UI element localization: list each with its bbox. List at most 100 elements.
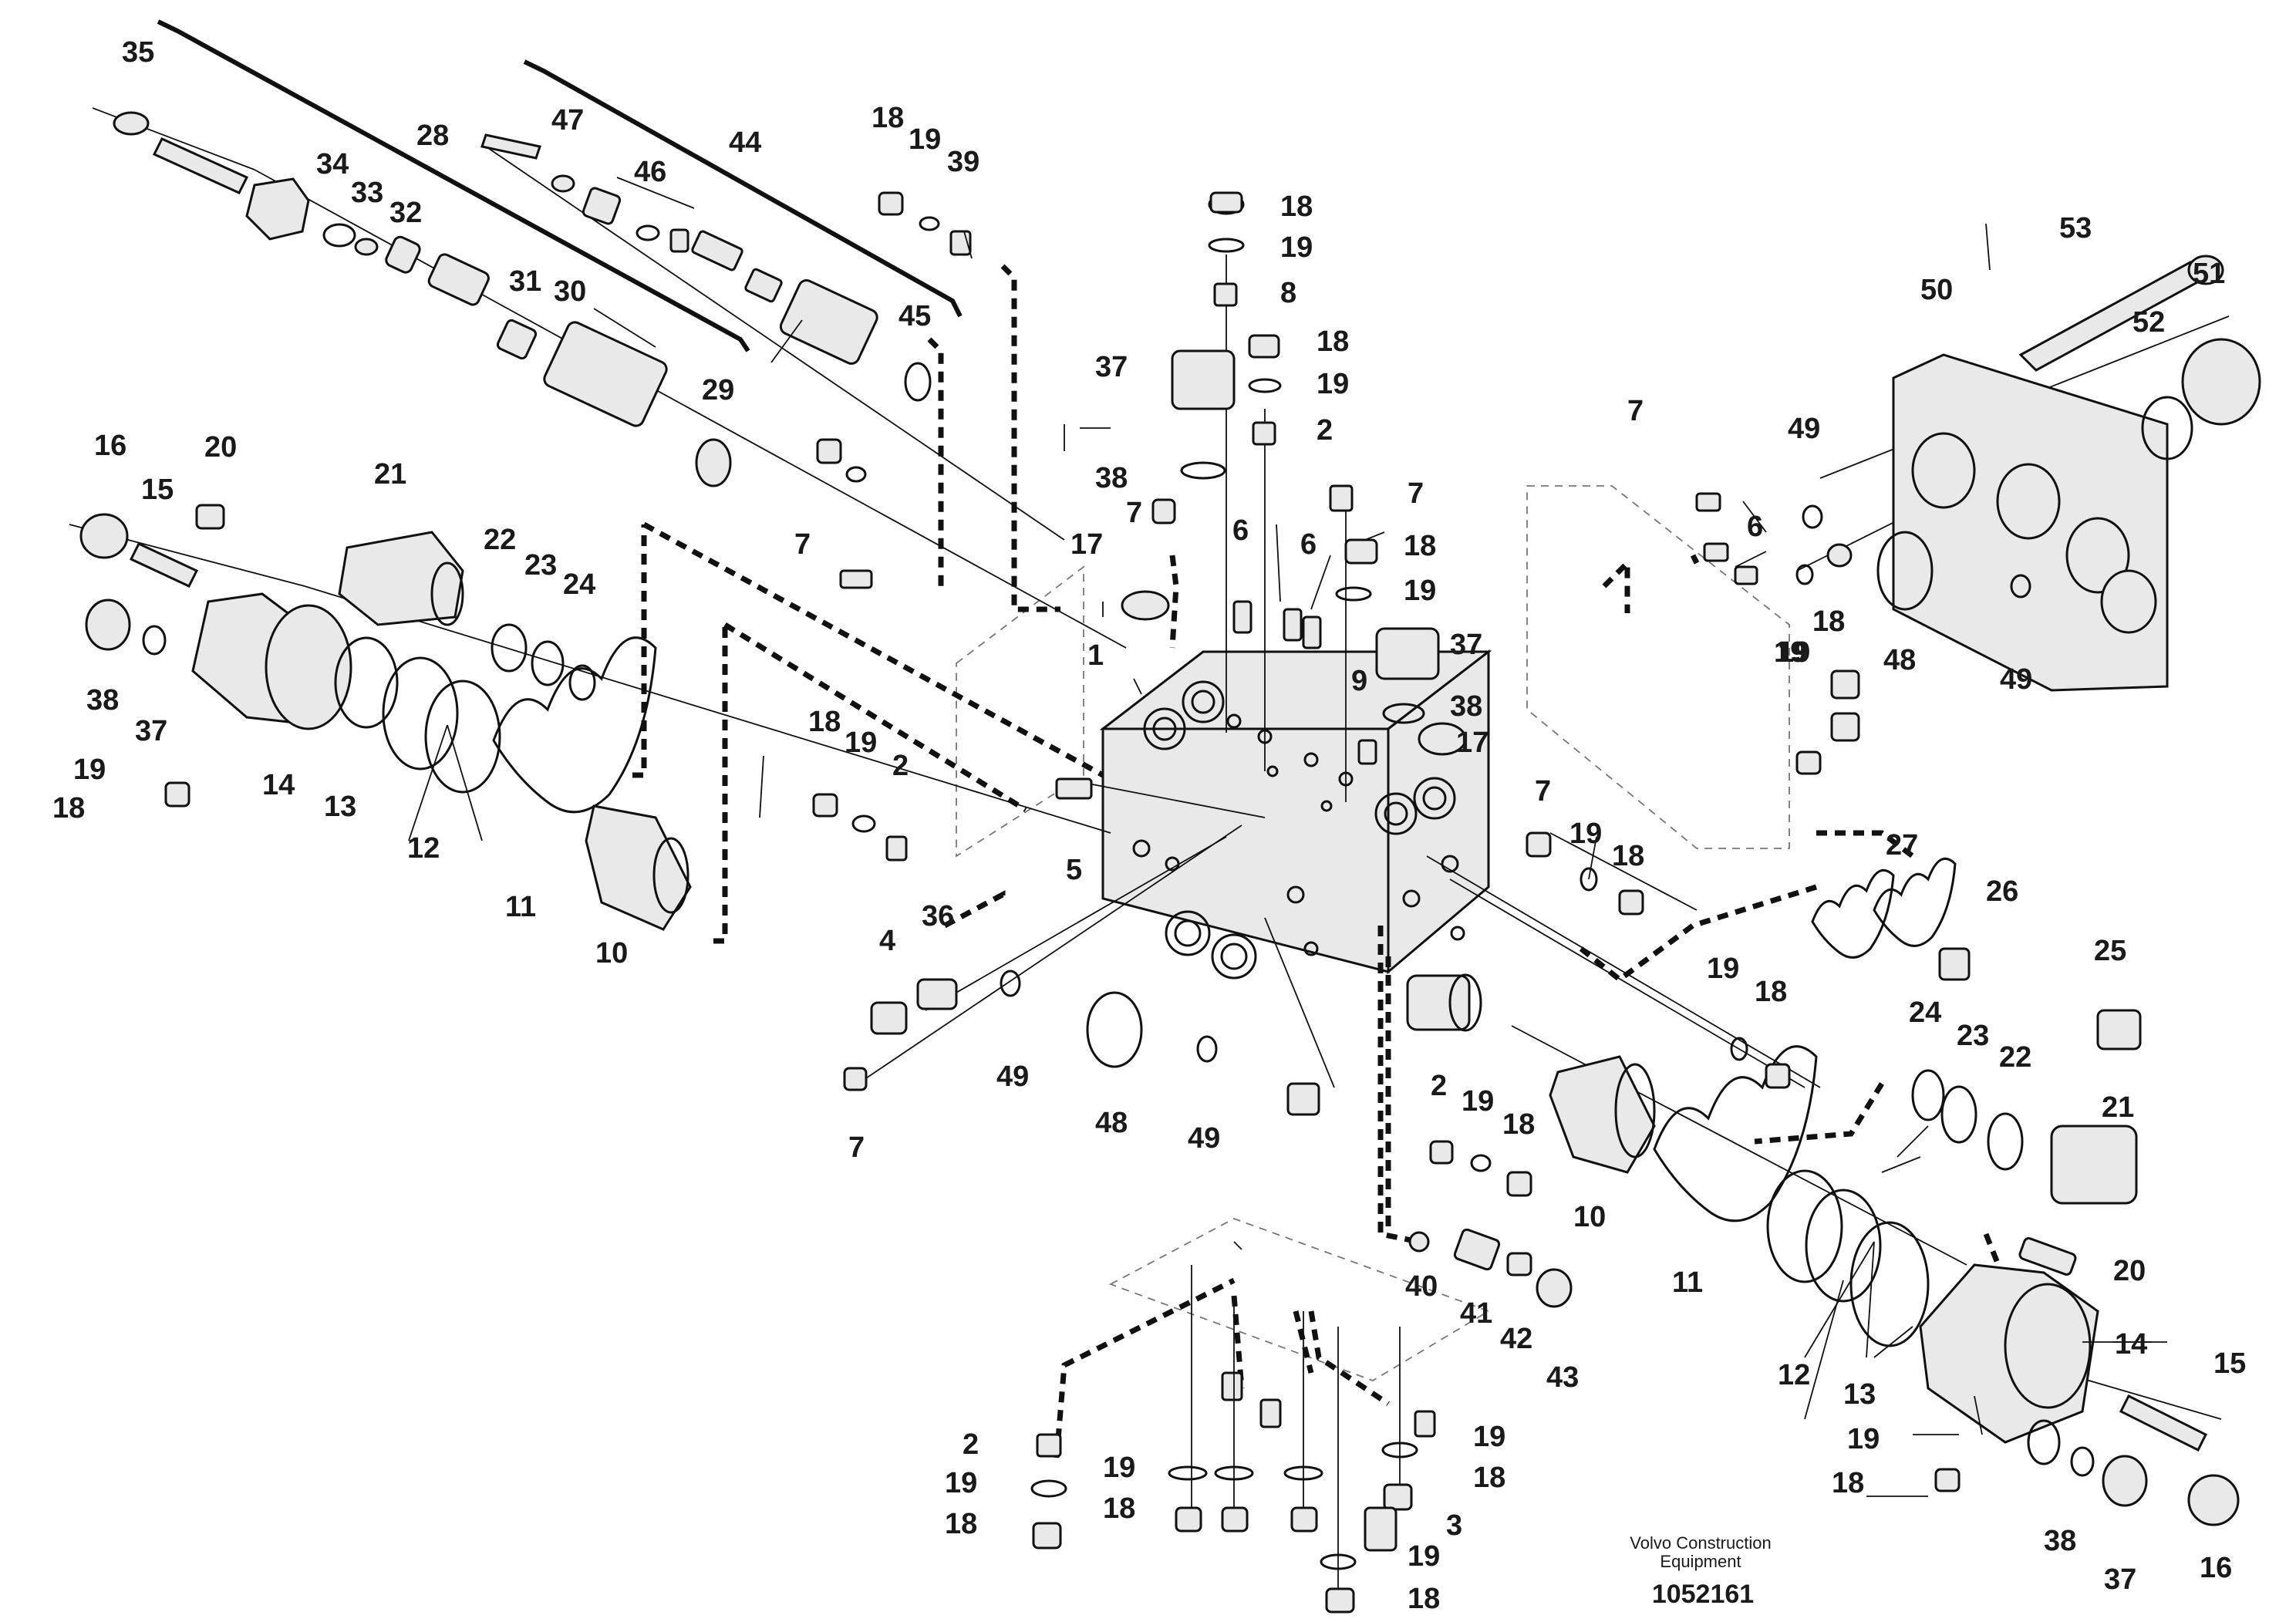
callout-19: 19 [845, 727, 877, 759]
callout-41: 41 [1460, 1297, 1492, 1330]
callout-49: 49 [996, 1061, 1029, 1093]
callout-50: 50 [1920, 274, 1953, 306]
callout-18: 18 [1612, 840, 1644, 872]
callout-3: 3 [1446, 1509, 1462, 1542]
callout-26: 26 [1986, 875, 2018, 908]
callout-14: 14 [2115, 1328, 2147, 1361]
callout-10: 10 [1573, 1201, 1606, 1233]
callout-18: 18 [1812, 605, 1845, 638]
callout-14: 14 [262, 769, 295, 801]
callout-18: 18 [1473, 1462, 1505, 1494]
callout-15: 15 [141, 474, 174, 506]
callout-12: 12 [407, 832, 440, 865]
callout-18: 18 [1404, 530, 1436, 562]
callout-37: 37 [1450, 629, 1482, 661]
callout-18: 18 [1502, 1108, 1535, 1141]
callout-18: 18 [1280, 191, 1313, 223]
callout-37: 37 [1095, 351, 1128, 383]
callout-10: 10 [595, 937, 628, 969]
callout-11: 11 [1672, 1266, 1703, 1299]
callout-19: 19 [73, 754, 106, 786]
callout-19: 19 [1847, 1423, 1880, 1455]
document-number: 1052161 [1652, 1580, 1754, 1609]
callout-38: 38 [1450, 690, 1482, 723]
callout-49: 49 [1188, 1122, 1220, 1155]
callout-19: 19 [909, 123, 941, 156]
callout-16: 16 [2200, 1552, 2232, 1584]
callout-28: 28 [416, 120, 449, 152]
callout-18: 18 [1812, 605, 1845, 638]
callout-19: 19 [1408, 1540, 1440, 1573]
callout-24: 24 [1909, 996, 1941, 1029]
callout-5: 5 [1066, 854, 1082, 886]
callout-19: 19 [1103, 1452, 1135, 1484]
callout-48: 48 [1095, 1107, 1128, 1139]
callout-53: 53 [2059, 212, 2092, 244]
callout-45: 45 [899, 300, 931, 332]
callout-18: 18 [1832, 1467, 1864, 1499]
callout-19: 19 [1774, 636, 1806, 669]
callout-39: 39 [947, 146, 979, 178]
valve-block [1099, 649, 1492, 980]
callout-11: 11 [505, 891, 536, 923]
callout-2: 2 [1317, 414, 1333, 447]
part-group-14-left [79, 504, 692, 931]
callout-21: 21 [374, 458, 406, 491]
callout-7: 7 [794, 528, 811, 561]
callout-21: 21 [2102, 1091, 2134, 1124]
callout-36: 36 [922, 900, 954, 932]
callout-6: 6 [1232, 514, 1249, 547]
callout-29: 29 [702, 374, 734, 406]
callout-23: 23 [1957, 1020, 1989, 1052]
callout-51: 51 [2193, 258, 2225, 290]
callout-38: 38 [86, 684, 119, 717]
callout-20: 20 [204, 431, 237, 464]
callout-2: 2 [963, 1428, 979, 1461]
callout-labels: 35 28 34 33 32 31 30 29 47 46 44 45 18 1… [52, 36, 2246, 1615]
callout-22: 22 [1999, 1041, 2031, 1074]
misc-left-centre [812, 569, 1320, 1116]
callout-9: 9 [1351, 665, 1367, 697]
callout-43: 43 [1546, 1361, 1579, 1394]
callout-7: 7 [1627, 395, 1644, 427]
callout-15: 15 [2213, 1347, 2246, 1380]
callout-18: 18 [945, 1508, 977, 1540]
callout-35: 35 [122, 36, 154, 69]
part-group-50 [1695, 255, 2261, 775]
bottom-fittings [1030, 1265, 1436, 1614]
callout-33: 33 [351, 177, 383, 209]
callout-2: 2 [892, 750, 909, 782]
top-fittings [816, 191, 1467, 765]
callout-6: 6 [1747, 511, 1763, 543]
callout-4: 4 [879, 925, 895, 957]
callout-38: 38 [1095, 462, 1128, 494]
callout-17: 17 [1456, 727, 1489, 759]
callout-19: 19 [1317, 368, 1349, 400]
callout-19: 19 [1569, 818, 1602, 850]
callout-25: 25 [2094, 935, 2126, 967]
brand-line-1: Volvo Construction [1630, 1533, 1771, 1553]
part-group-28 [113, 111, 732, 487]
callout-37: 37 [135, 715, 167, 747]
callout-48: 48 [1883, 644, 1916, 676]
callout-18: 18 [1755, 976, 1787, 1008]
callout-23: 23 [524, 549, 557, 582]
callout-13: 13 [1843, 1378, 1876, 1411]
callout-40: 40 [1405, 1270, 1438, 1303]
callout-37: 37 [2104, 1563, 2136, 1596]
callout-16: 16 [94, 430, 126, 462]
callout-19: 19 [1473, 1421, 1505, 1453]
callout-19: 19 [1778, 636, 1810, 669]
callout-7: 7 [1126, 497, 1142, 529]
brand-line-2: Equipment [1660, 1552, 1741, 1571]
callout-38: 38 [2044, 1525, 2076, 1557]
callout-19: 19 [945, 1467, 977, 1499]
callout-32: 32 [389, 197, 422, 229]
callout-52: 52 [2132, 306, 2165, 339]
callout-49: 49 [2000, 663, 2032, 696]
part-group-40-43 [1408, 1228, 1573, 1308]
callout-18: 18 [1103, 1492, 1135, 1525]
callout-19: 19 [1280, 231, 1313, 264]
callout-47: 47 [551, 104, 584, 137]
